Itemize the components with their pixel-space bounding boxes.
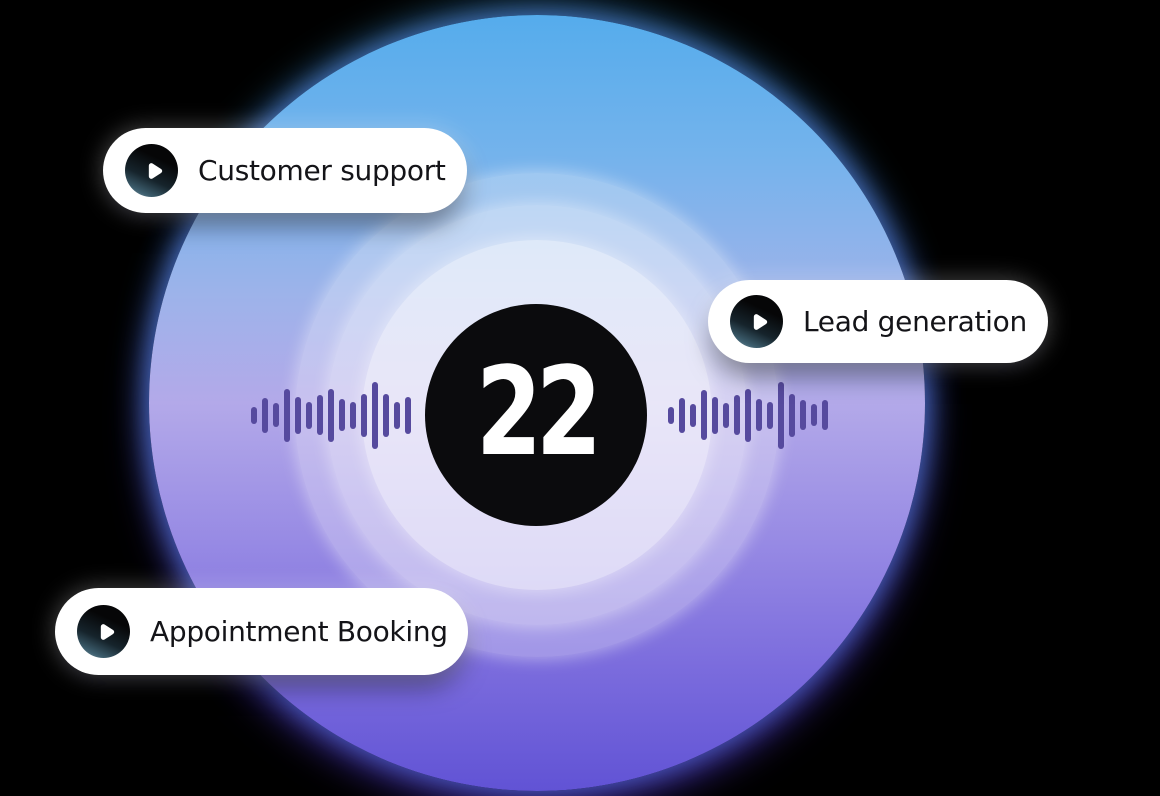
badge-label: Appointment Booking: [150, 615, 448, 648]
logo-22: 22: [476, 341, 602, 483]
waveform-bar: [811, 404, 817, 426]
waveform-left: [251, 347, 411, 483]
waveform-right: [668, 347, 828, 483]
waveform-bar: [372, 381, 378, 449]
play-icon[interactable]: [730, 295, 783, 348]
waveform-bar: [328, 388, 334, 442]
waveform-bar: [251, 406, 257, 424]
waveform-bar: [712, 396, 718, 434]
waveform-bar: [745, 388, 751, 442]
badge-appointment-booking[interactable]: Appointment Booking: [55, 588, 468, 675]
waveform-bar: [295, 396, 301, 434]
waveform-bar: [668, 406, 674, 424]
waveform-bar: [361, 393, 367, 437]
play-icon[interactable]: [125, 144, 178, 197]
badge-label: Customer support: [198, 154, 446, 187]
badge-label: Lead generation: [803, 305, 1027, 338]
waveform-bar: [273, 403, 279, 427]
waveform-bar: [383, 393, 389, 437]
waveform-bar: [306, 401, 312, 429]
waveform-bar: [339, 399, 345, 431]
waveform-bar: [350, 401, 356, 429]
waveform-bar: [756, 399, 762, 431]
logo-disc: 22: [425, 304, 647, 526]
waveform-bar: [679, 397, 685, 433]
waveform-bar: [723, 402, 729, 428]
waveform-bar: [789, 393, 795, 437]
waveform-bar: [262, 397, 268, 433]
waveform-bar: [778, 381, 784, 449]
badge-lead-generation[interactable]: Lead generation: [708, 280, 1048, 363]
waveform-bar: [800, 400, 806, 430]
waveform-bar: [690, 403, 696, 427]
waveform-bar: [317, 395, 323, 435]
waveform-bar: [701, 390, 707, 440]
waveform-bar: [767, 401, 773, 429]
waveform-bar: [734, 395, 740, 435]
waveform-bar: [394, 401, 400, 429]
play-icon[interactable]: [77, 605, 130, 658]
waveform-bar: [284, 388, 290, 442]
badge-customer-support[interactable]: Customer support: [103, 128, 467, 213]
waveform-bar: [822, 400, 828, 430]
waveform-bar: [405, 396, 411, 434]
